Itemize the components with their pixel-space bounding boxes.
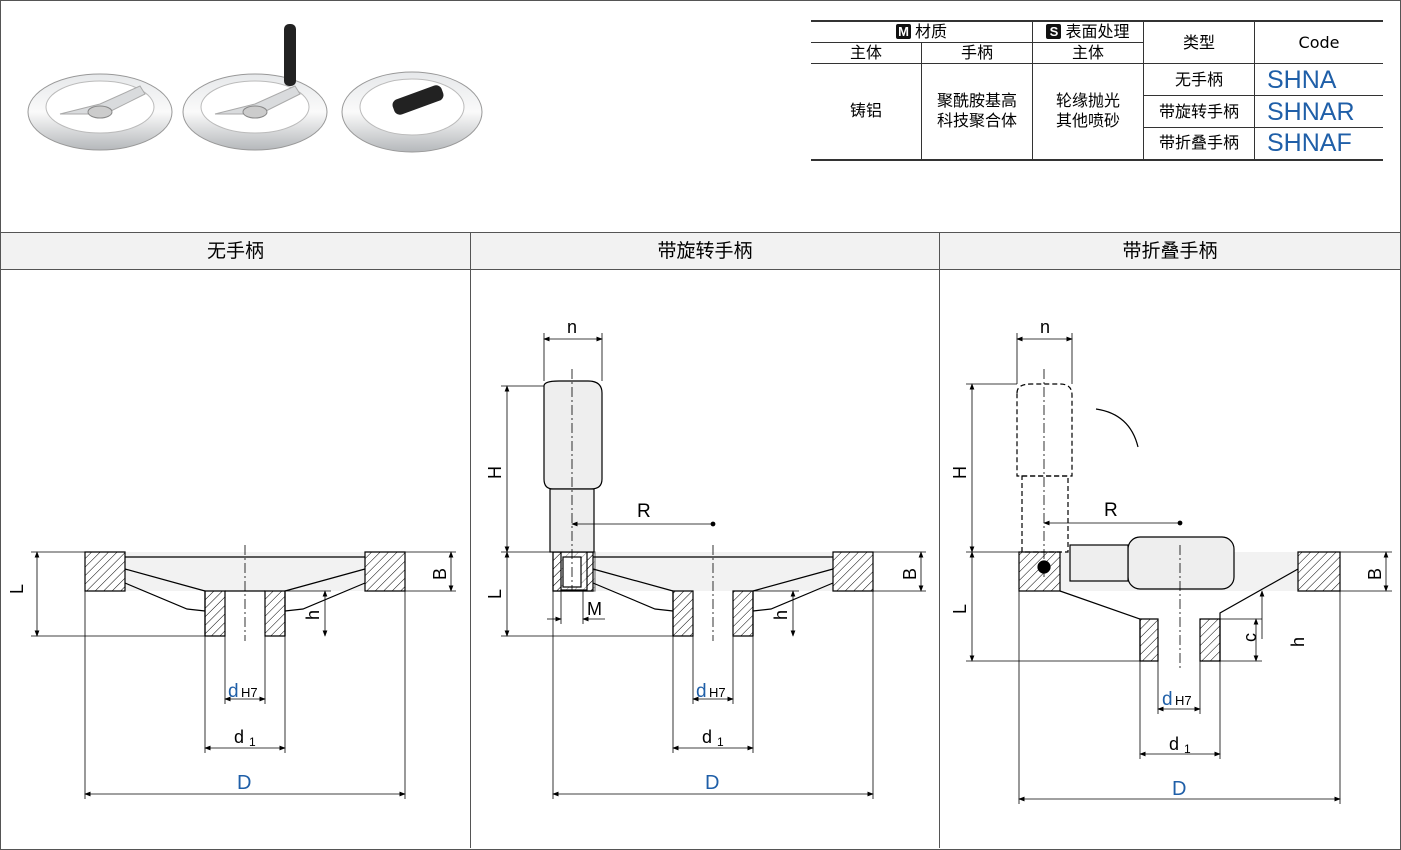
dim-d: d <box>1162 689 1173 710</box>
surface-badge: S <box>1046 24 1062 39</box>
drawing-folding-handle: n H L R B c h d H7 d 1 D <box>950 317 1392 804</box>
dim-d1: d <box>234 727 244 747</box>
code-cell[interactable]: SHNA <box>1254 63 1383 96</box>
type-cell: 带折叠手柄 <box>1143 127 1255 161</box>
dim-d1-sub: 1 <box>249 735 256 749</box>
product-photo <box>27 24 483 153</box>
dim-D: D <box>705 772 719 794</box>
dim-d-tolerance: H7 <box>709 685 726 700</box>
dim-L: L <box>485 589 505 599</box>
dim-H: H <box>485 466 505 479</box>
dim-B: B <box>900 568 920 580</box>
dim-B: B <box>1365 568 1385 580</box>
dim-L: L <box>950 604 970 614</box>
drawing-no-handle: L B h d H7 d 1 D <box>7 545 456 799</box>
dim-d-tolerance: H7 <box>1175 693 1192 708</box>
dim-L: L <box>7 584 27 594</box>
surface-treatment: 轮缘抛光其他喷砂 <box>1032 63 1144 161</box>
section-header-revolving-handle: 带旋转手柄 <box>471 232 939 270</box>
type-header: 类型 <box>1143 20 1255 64</box>
dim-M: M <box>587 599 602 619</box>
dim-d1: d <box>1169 734 1179 754</box>
dim-D: D <box>1172 778 1186 800</box>
material-badge: M <box>895 24 911 39</box>
dim-h: h <box>771 610 791 620</box>
dim-R: R <box>637 501 651 522</box>
dim-h: h <box>303 610 323 620</box>
dim-D: D <box>237 772 251 794</box>
sub-surface-body: 主体 <box>1032 42 1144 64</box>
code-cell[interactable]: SHNAR <box>1254 95 1383 128</box>
code-cell[interactable]: SHNAF <box>1254 127 1383 161</box>
dim-d1: d <box>702 727 712 747</box>
dim-d1-sub: 1 <box>1184 742 1191 756</box>
dim-h: h <box>1288 637 1308 647</box>
handle-material: 聚酰胺基高科技聚合体 <box>921 63 1033 161</box>
handwheel-photo-folding <box>341 71 483 153</box>
sub-body: 主体 <box>811 42 922 64</box>
handwheel-photo-plain <box>27 73 173 151</box>
column-divider <box>939 232 940 848</box>
type-cell: 带旋转手柄 <box>1143 95 1255 128</box>
dim-H: H <box>950 466 970 479</box>
dim-n: n <box>567 317 577 337</box>
dim-n: n <box>1040 317 1050 337</box>
body-material: 铸铝 <box>811 63 922 161</box>
sub-handle: 手柄 <box>921 42 1033 64</box>
dim-d-tolerance: H7 <box>241 685 258 700</box>
section-header-no-handle: 无手柄 <box>1 232 470 270</box>
handwheel-photo-revolving <box>182 24 328 151</box>
dim-c: c <box>1240 633 1260 642</box>
drawing-revolving-handle: n H L R M B h d H7 d 1 D <box>485 317 926 799</box>
dim-d: d <box>696 681 707 702</box>
dim-R: R <box>1104 500 1118 521</box>
code-header: Code <box>1254 20 1383 64</box>
section-header-folding-handle: 带折叠手柄 <box>940 232 1400 270</box>
dim-B: B <box>430 568 450 580</box>
dim-d: d <box>228 681 239 702</box>
type-cell: 无手柄 <box>1143 63 1255 96</box>
column-divider <box>470 232 471 848</box>
dim-d1-sub: 1 <box>717 735 724 749</box>
